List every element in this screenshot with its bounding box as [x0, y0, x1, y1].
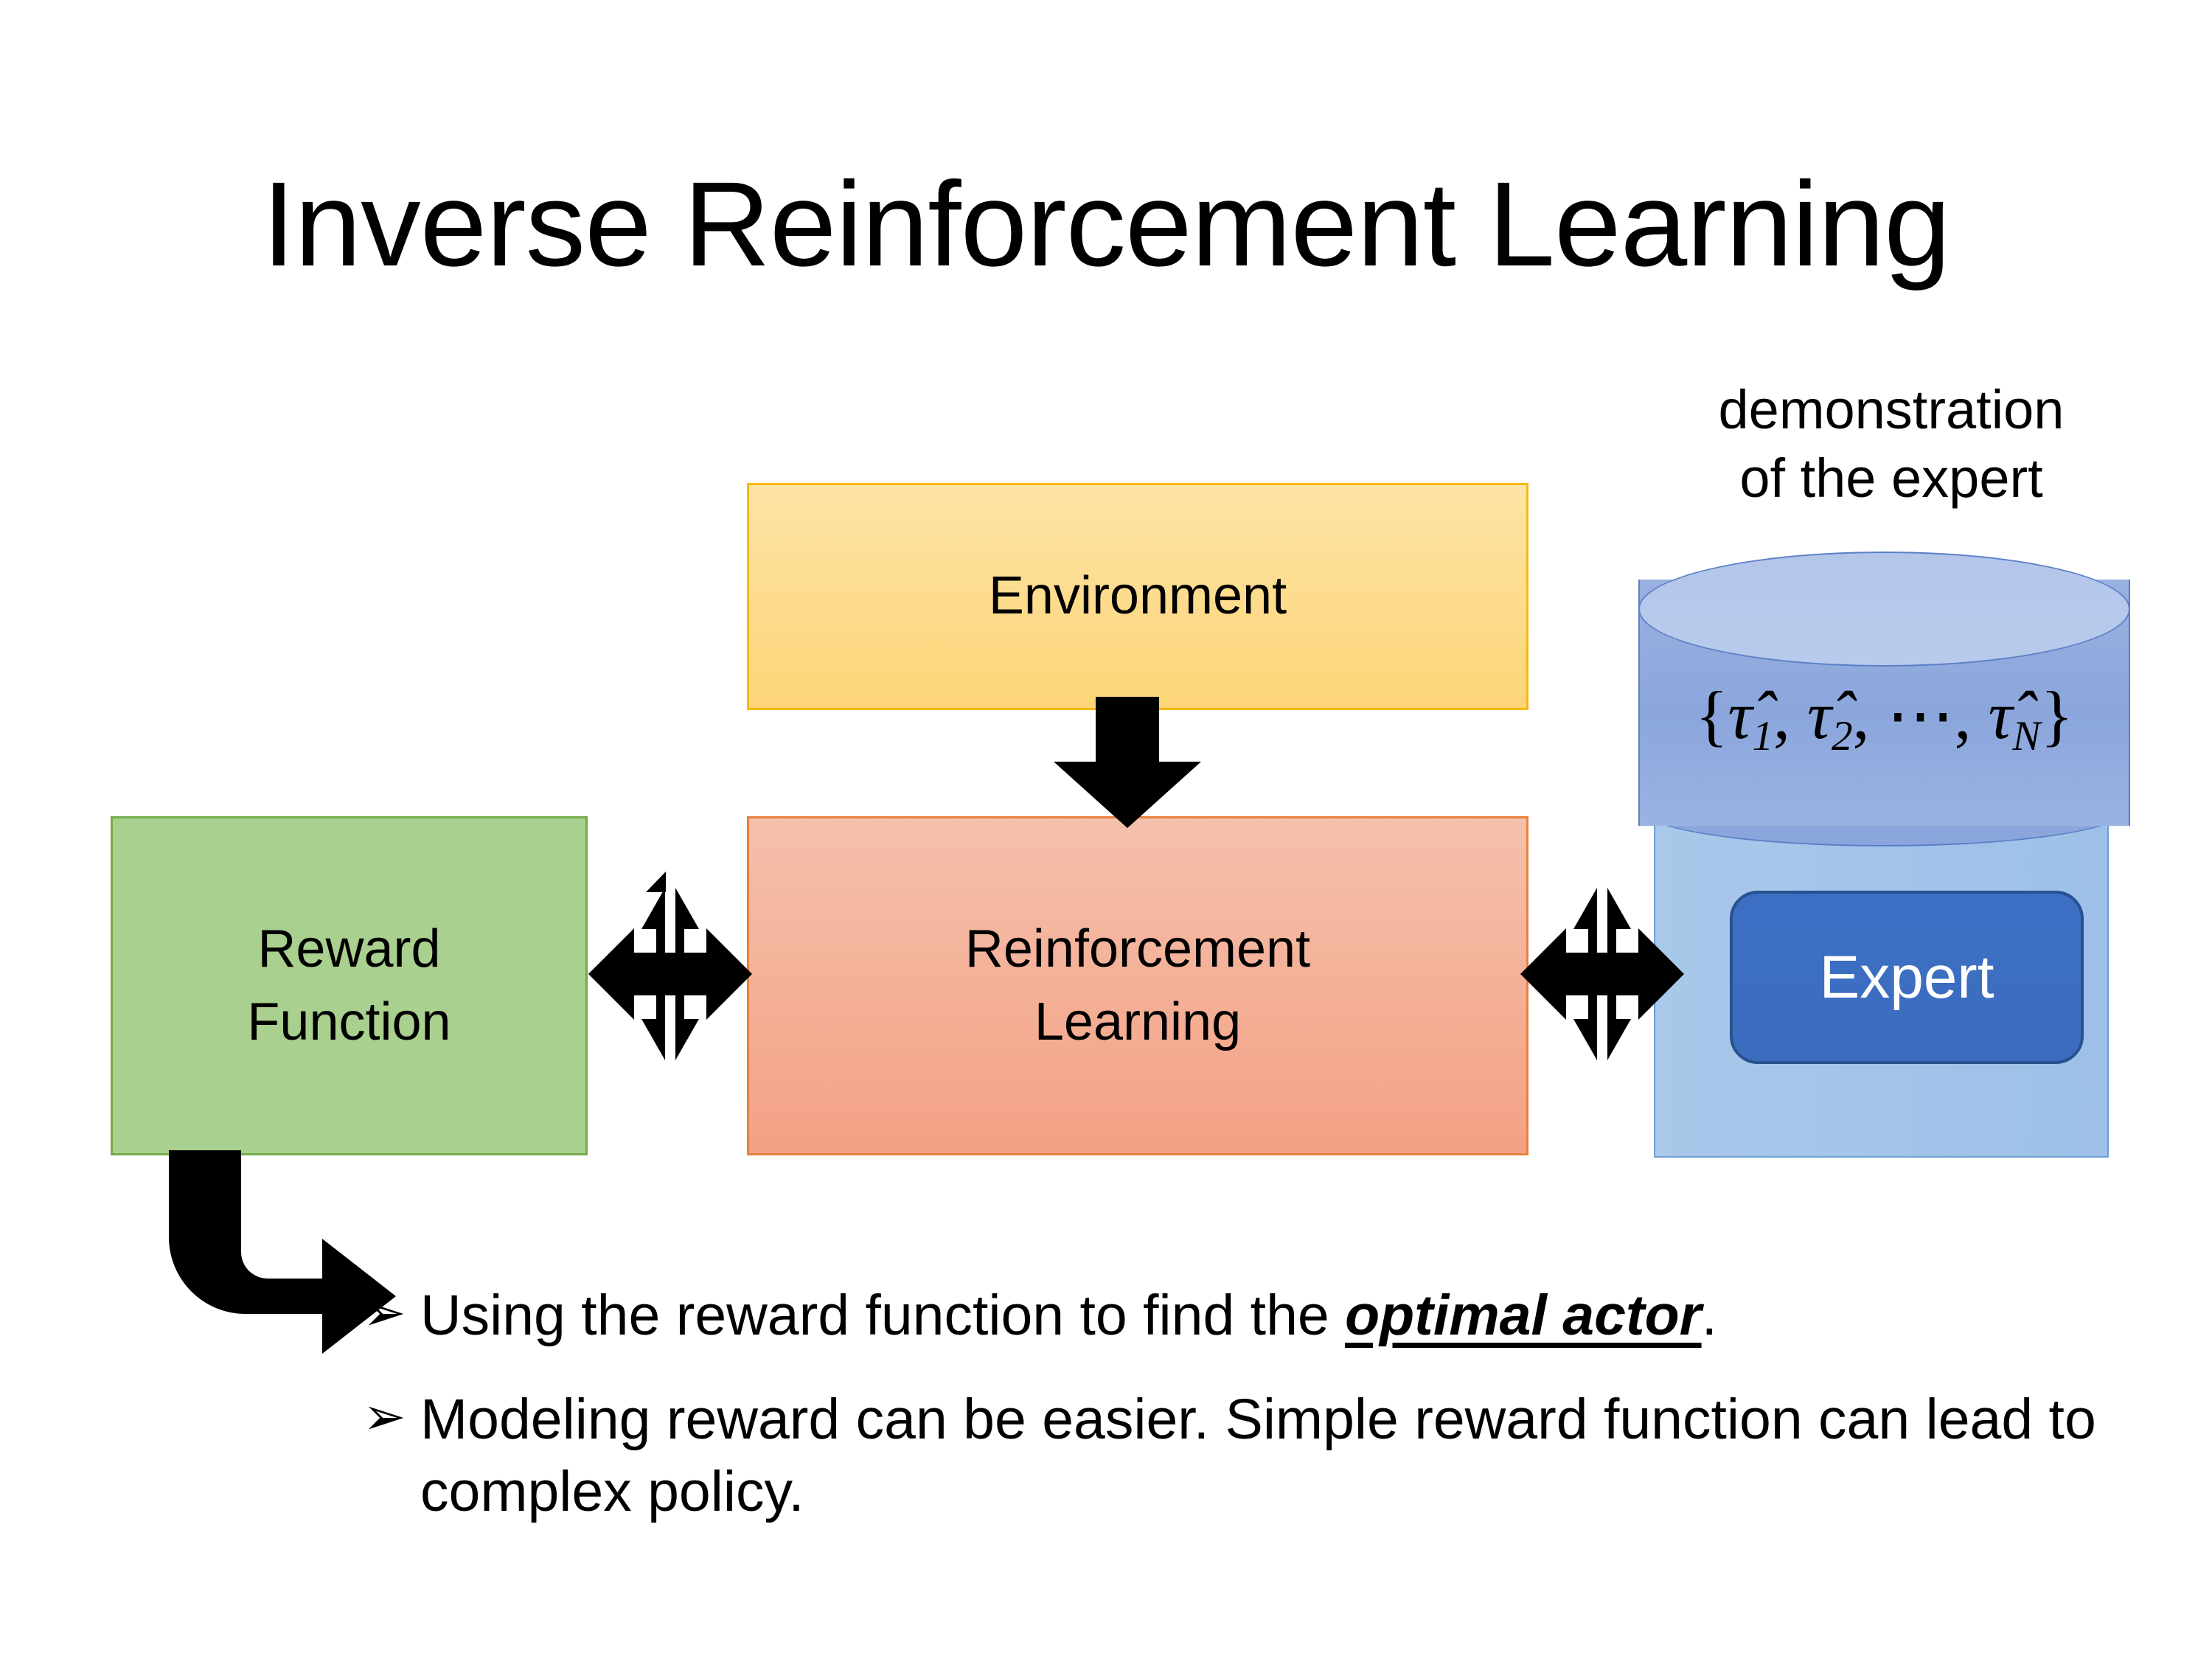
reinforcement-learning-box-label: Reinforcement Learning [950, 913, 1325, 1060]
demonstration-cylinder[interactable]: {τ̂1, τ̂2, ⋯, τ̂N} [1638, 552, 2130, 846]
expert-button-label: Expert [1819, 943, 1994, 1011]
bullet-1-suffix: . [1701, 1284, 1717, 1347]
down-arrow-icon [1054, 697, 1201, 828]
formula-subscript-2: 2 [1831, 712, 1853, 759]
formula-comma-3: , [1954, 678, 1989, 753]
formula-subscript-n: N [2012, 712, 2041, 759]
cylinder-top-ellipse [1638, 552, 2130, 667]
reinforcement-learning-box[interactable]: Reinforcement Learning [747, 816, 1528, 1155]
bullet-arrow-icon: ➢ [363, 1387, 406, 1445]
formula-open-brace: { [1695, 678, 1728, 753]
bullet-1-emphasis: optimal actor [1345, 1284, 1702, 1347]
reward-label-line1: Reward [257, 919, 441, 978]
bullet-text-2: Modeling reward can be easier. Simple re… [420, 1383, 2147, 1528]
formula-subscript-1: 1 [1752, 712, 1773, 759]
demonstration-caption-line1: demonstration [1718, 379, 2065, 440]
double-headed-arrow-icon-right [1520, 888, 1684, 1060]
bullet-text-1: Using the reward function to find the op… [420, 1279, 2147, 1352]
demonstration-caption: demonstration of the expert [1633, 376, 2149, 512]
formula-tau-2: τ̂ [1807, 678, 1832, 753]
double-headed-arrow-icon-left [588, 872, 752, 1060]
formula-ellipsis: ⋯ [1886, 678, 1955, 753]
page-title: Inverse Reinforcement Learning [262, 156, 1951, 291]
list-item: ➢ Using the reward function to find the … [363, 1279, 2147, 1352]
reward-function-box[interactable]: Reward Function [111, 816, 588, 1155]
environment-box-label: Environment [988, 566, 1287, 626]
bullet-list: ➢ Using the reward function to find the … [363, 1279, 2147, 1559]
formula-comma-2: , [1852, 678, 1887, 753]
reward-function-box-label: Reward Function [247, 913, 451, 1060]
demonstration-caption-line2: of the expert [1739, 447, 2043, 509]
elbow-arrow-icon [169, 1150, 396, 1354]
reward-label-line2: Function [247, 992, 451, 1051]
rl-label-line1: Reinforcement [964, 919, 1311, 978]
bullet-1-prefix: Using the reward function to find the [420, 1284, 1346, 1347]
list-item: ➢ Modeling reward can be easier. Simple … [363, 1383, 2147, 1528]
expert-button[interactable]: Expert [1730, 891, 2084, 1064]
formula-comma-1: , [1773, 678, 1807, 753]
bullet-arrow-icon: ➢ [363, 1284, 406, 1341]
bullet-2-prefix: Modeling reward can be easier. Simple re… [420, 1387, 2096, 1524]
formula-tau-1: τ̂ [1728, 678, 1753, 753]
rl-label-line2: Learning [1034, 992, 1242, 1051]
formula-tau-n: τ̂ [1988, 678, 2013, 753]
environment-box[interactable]: Environment [747, 483, 1528, 710]
trajectory-set-formula: {τ̂1, τ̂2, ⋯, τ̂N} [1638, 675, 2130, 760]
formula-close-brace: } [2040, 678, 2073, 753]
